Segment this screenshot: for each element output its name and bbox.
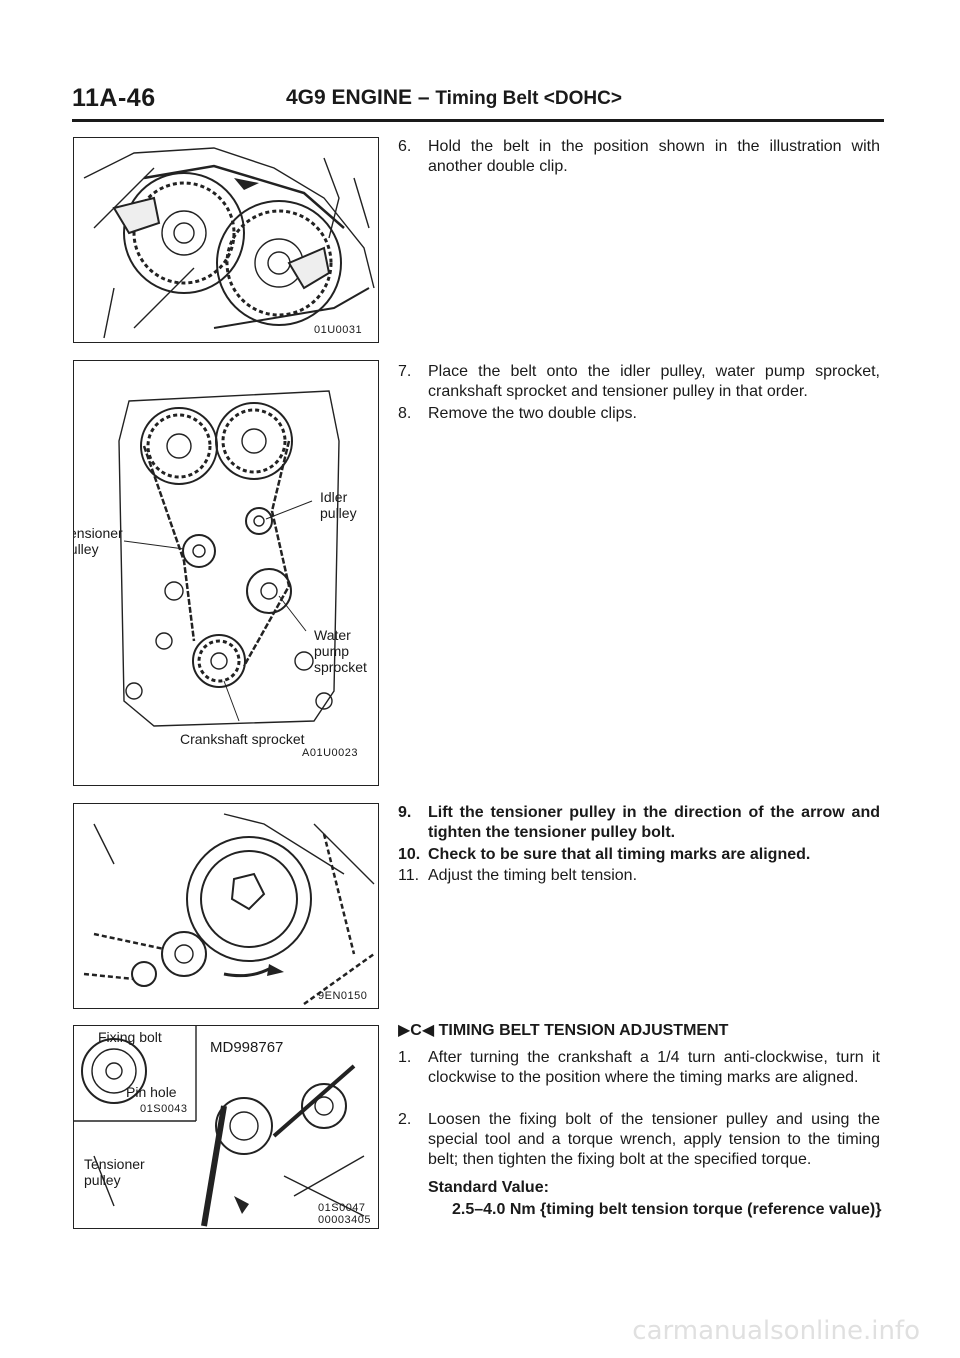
figure-code-b: 00003405 [318,1214,371,1226]
figure-code-inset: 01S0043 [140,1103,188,1115]
figure-tension-adjustment: Fixing bolt MD998767 Pin hole 01S0043 Te… [73,1025,379,1229]
figure-tensioner-lift: 9EN0150 [73,803,379,1009]
step-number: 1. [398,1049,412,1066]
label-crankshaft-sprocket: Crankshaft sprocket [180,731,305,747]
figure-code: A01U0023 [302,747,358,759]
belt-routing-illustration [118,390,340,727]
step-text: Place the belt onto the idler pulley, wa… [428,363,880,400]
figure-code: 01U0031 [314,324,363,336]
figure-belt-clip: 01U0031 [73,137,379,343]
belt-clip-illustration [83,147,375,339]
label-water-pump-sprocket: Water pump sprocket [314,627,367,675]
section-marker: ▶C◀ [398,1022,435,1039]
figure-code-a: 01S0047 [318,1202,366,1214]
step-text: Remove the two double clips. [428,405,637,422]
step-text: Adjust the timing belt tension. [428,867,638,884]
title-main: 4G9 ENGINE [286,86,413,109]
page-number: 11A-46 [72,84,156,112]
figure-code: 9EN0150 [318,990,368,1002]
label-tensioner-pulley: Tensioner pulley [84,1156,145,1188]
step-text: Check to be sure that all timing marks a… [428,846,811,863]
label-tensioner-pulley: Tensioner pulley [74,525,123,557]
label-fixing-bolt: Fixing bolt [98,1029,162,1045]
title-sep: – [412,86,436,109]
section-title: TIMING BELT TENSION ADJUSTMENT [438,1022,729,1039]
label-special-tool: MD998767 [210,1039,284,1056]
title-sub: Timing Belt <DOHC> [435,88,622,109]
section-heading: ▶C◀ TIMING BELT TENSION ADJUSTMENT [398,1020,728,1040]
step-number: 2. [398,1111,412,1128]
step-number: 8. [398,405,412,422]
watermark: carmanualsonline.info [632,1316,920,1346]
tensioner-lift-illustration [83,813,375,1006]
page-title: 4G9 ENGINE – Timing Belt <DOHC> [286,86,622,110]
step-number: 9. [398,804,412,821]
step-number: 10. [398,846,421,863]
page-header: 11A-46 4G9 ENGINE – Timing Belt <DOHC> [72,84,884,120]
figure-belt-routing: Idler pulley Tensioner pulley Water pump… [73,360,379,786]
label-pin-hole: Pin hole [126,1084,177,1100]
step-text: Lift the tensioner pulley in the directi… [428,804,880,841]
standard-value: 2.5–4.0 Nm {timing belt tension torque (… [452,1201,882,1218]
label-idler-pulley: Idler pulley [320,489,357,521]
step-text: Loosen the fixing bolt of the tensioner … [428,1111,880,1168]
step-number: 7. [398,363,412,380]
step-number: 6. [398,138,412,155]
header-rule [72,119,884,122]
step-text: Hold the belt in the position shown in t… [428,138,880,175]
step-text: After turning the crankshaft a 1/4 turn … [428,1049,880,1086]
step-number: 11. [398,867,420,884]
standard-value-label: Standard Value: [428,1179,549,1196]
tension-adjustment-illustration [74,1026,365,1227]
